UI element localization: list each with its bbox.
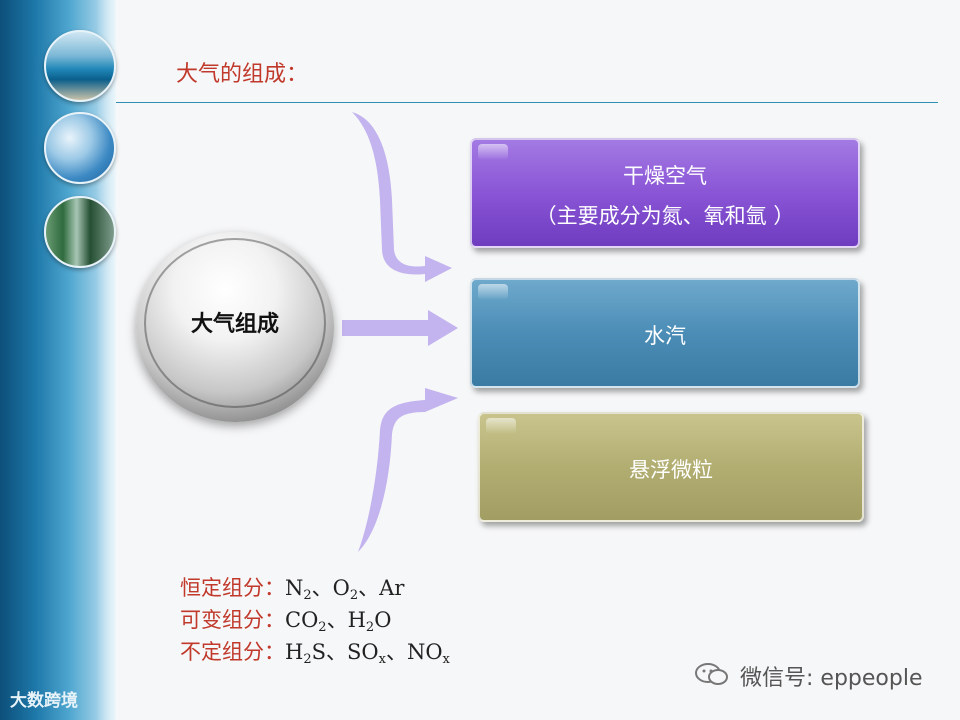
unfixed-components-label: 不定组分： <box>180 640 285 664</box>
suspended-particles-label: 悬浮微粒 <box>629 458 713 482</box>
water-vapor-label: 水汽 <box>644 324 686 348</box>
water-pipe-thumbnail <box>44 30 116 102</box>
unfixed-components-value: H2S、SOx、NOx <box>285 640 450 667</box>
unfixed-components-line: 不定组分：H2S、SOx、NOx <box>180 636 450 667</box>
arrow-icon <box>358 388 458 552</box>
wechat-icon <box>695 663 728 685</box>
arrow-icon <box>342 310 458 346</box>
wechat-id: 微信号: eppeople <box>740 666 923 691</box>
water-vapor-box: 水汽 <box>470 278 860 388</box>
arrow-icon <box>352 112 452 282</box>
atmosphere-composition-label: 大气组成 <box>190 312 279 337</box>
dry-air-title: 干燥空气 <box>623 164 707 188</box>
sphere-rim <box>144 238 326 408</box>
constant-components-line: 恒定组分：N2、O2、Ar <box>180 572 404 603</box>
constant-components-label: 恒定组分： <box>180 576 285 600</box>
variable-components-label: 可变组分： <box>180 608 285 632</box>
watermark: 大数跨境 <box>10 691 78 711</box>
variable-components-line: 可变组分：CO2、H2O <box>180 604 391 635</box>
constant-components-value: N2、O2、Ar <box>285 576 405 603</box>
dry-air-box: 干燥空气 （主要成分为氮、氧和氩 ） <box>470 138 860 248</box>
dry-air-subtitle: （主要成分为氮、氧和氩 ） <box>535 204 795 228</box>
title-divider <box>116 102 938 103</box>
pipes-thumbnail <box>44 112 116 184</box>
slide-title: 大气的组成： <box>176 62 309 87</box>
suspended-particles-box: 悬浮微粒 <box>478 412 864 522</box>
variable-components-value: CO2、H2O <box>285 608 392 635</box>
sidebar-edge <box>96 0 116 720</box>
bottles-thumbnail <box>44 196 116 268</box>
